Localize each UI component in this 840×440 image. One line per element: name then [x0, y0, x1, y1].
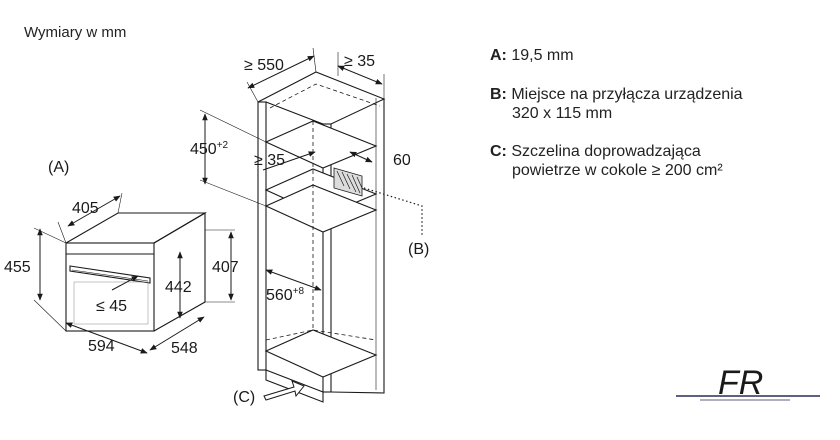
cabinet-dimensions [199, 47, 423, 401]
dim-height-total: 455 [4, 259, 31, 276]
logo-text: FR [718, 364, 763, 402]
dim-opening-height: 450+2 [190, 140, 229, 158]
brand-logo: FR [676, 364, 820, 402]
dim-height-right: 407 [212, 259, 239, 276]
appliance-dimensions [33, 192, 235, 354]
dim-width: 594 [88, 338, 115, 355]
dim-top-gap: ≥ 35 [254, 152, 285, 169]
label-a: (A) [48, 159, 69, 176]
diagram-title: Wymiary w mm [24, 24, 127, 41]
legend-item-b: B: Miejsce na przyłącza urządzenia 320 x… [490, 85, 743, 123]
legend-key-a: A: [490, 47, 507, 64]
legend-text-a: 19,5 mm [511, 47, 574, 64]
label-c: (C) [233, 389, 255, 406]
legend-key-b: B: [490, 86, 507, 103]
appliance-drawing [65, 212, 208, 332]
dim-depth-top: 405 [72, 200, 99, 217]
legend-item-a: A: 19,5 mm [490, 46, 574, 65]
cabinet-drawing [257, 71, 386, 403]
appliance-labels: (A) 405 455 442 407 ≤ 45 594 548 [4, 159, 239, 357]
legend-text-c-line2: powietrze w cokole ≥ 200 cm² [512, 162, 723, 179]
cabinet-labels: ≥ 550 ≥ 35 450+2 ≥ 35 60 560+8 (B) (C) [190, 53, 429, 406]
legend-key-c: C: [490, 143, 507, 160]
label-b: (B) [408, 241, 429, 258]
legend-text-b-line2: 320 x 115 mm [512, 105, 613, 122]
dim-depth: 548 [171, 340, 198, 357]
dim-inner-width: 560+8 [266, 286, 305, 304]
dim-side-60: 60 [393, 152, 411, 169]
legend-text-b-line1: Miejsce na przyłącza urządzenia [511, 86, 743, 103]
dim-height-inner: 442 [165, 279, 192, 296]
dim-gap: ≤ 45 [96, 298, 127, 315]
legend-text-c-line1: Szczelina doprowadzająca [511, 143, 701, 160]
dim-depth-min: ≥ 550 [244, 57, 284, 74]
dim-back-gap: ≥ 35 [344, 53, 375, 70]
legend-item-c: C: Szczelina doprowadzająca powietrze w … [490, 142, 723, 180]
